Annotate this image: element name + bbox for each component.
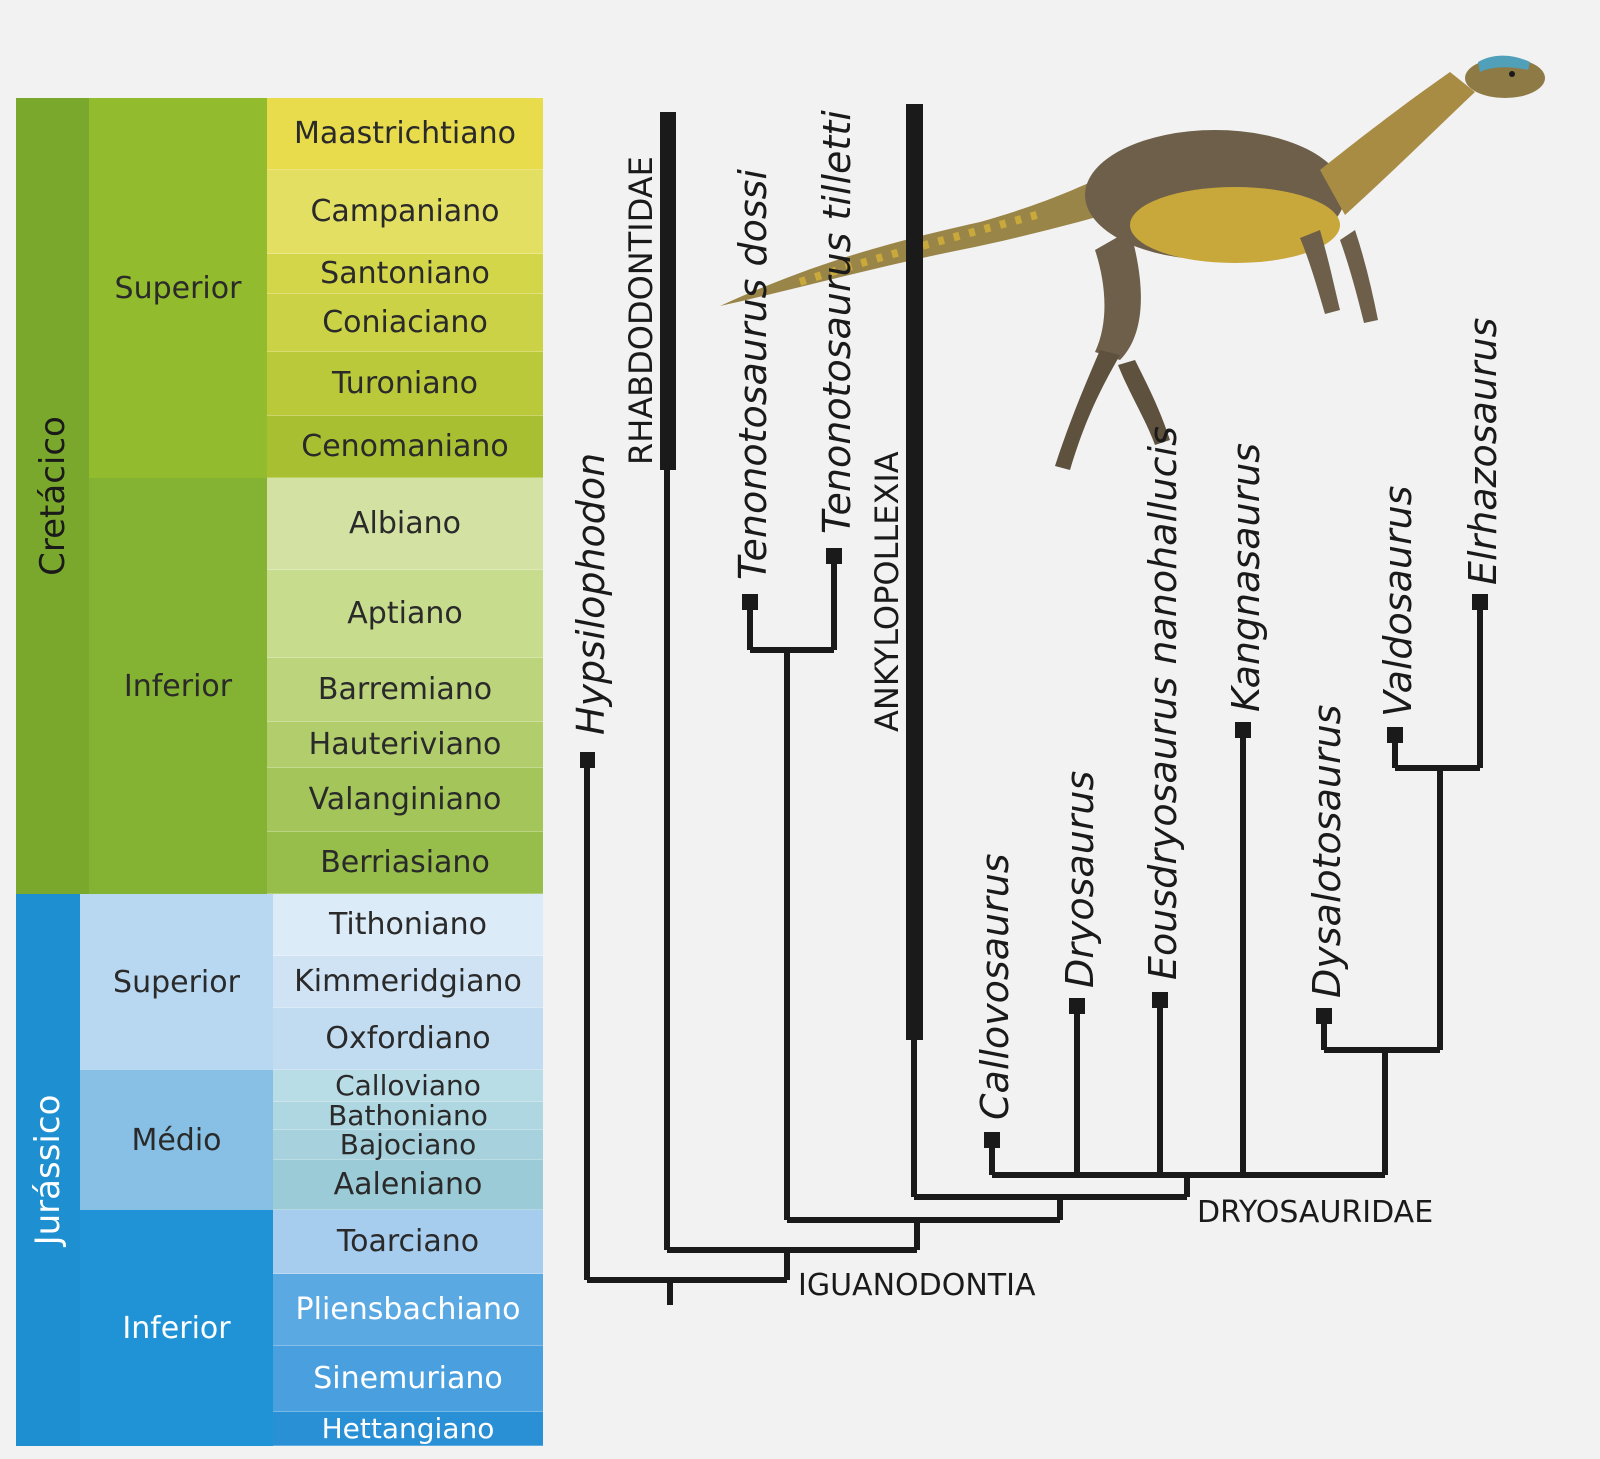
dinosaur-illustration bbox=[720, 55, 1545, 470]
stage-oxfordiano: Oxfordiano bbox=[273, 1008, 543, 1070]
stage-turoniano: Turoniano bbox=[267, 352, 543, 416]
clade-rhabdodontidae: RHABDODONTIDAE bbox=[622, 156, 660, 465]
stage-berriasiano: Berriasiano bbox=[267, 832, 543, 894]
stage-pliensbachiano: Pliensbachiano bbox=[273, 1274, 543, 1346]
taxon-valdosaurus: Valdosaurus bbox=[1376, 486, 1420, 717]
epoch-inferior: Inferior bbox=[89, 478, 267, 894]
stage-kimmeridgiano: Kimmeridgiano bbox=[273, 956, 543, 1008]
stage-santoniano: Santoniano bbox=[267, 254, 543, 294]
taxon-tenontosaurus-tilletti: Tenonotosaurus tilletti bbox=[815, 110, 859, 534]
stage-albiano: Albiano bbox=[267, 478, 543, 570]
stage-hettangiano: Hettangiano bbox=[273, 1412, 543, 1446]
rhabdodontidae-bar bbox=[660, 112, 676, 470]
taxon-hypsilophodon: Hypsilophodon bbox=[569, 453, 613, 735]
epoch-médio: Médio bbox=[80, 1070, 273, 1210]
ankylopollexia-bar bbox=[906, 104, 923, 1040]
clade-dryosauridae: DRYOSAURIDAE bbox=[1197, 1195, 1433, 1230]
stage-tithoniano: Tithoniano bbox=[273, 894, 543, 956]
stage-bathoniano: Bathoniano bbox=[273, 1099, 543, 1132]
stage-coniaciano: Coniaciano bbox=[267, 294, 543, 352]
epoch-superior: Superior bbox=[80, 894, 273, 1070]
stage-bajociano: Bajociano bbox=[273, 1128, 543, 1161]
stage-aptiano: Aptiano bbox=[267, 570, 543, 658]
stage-barremiano: Barremiano bbox=[267, 658, 543, 722]
taxon-eousdryosaurus: Eousdryosaurus nanohallucis bbox=[1141, 426, 1185, 980]
taxon-kangnasaurus: Kangnasaurus bbox=[1224, 443, 1268, 712]
stage-cenomaniano: Cenomaniano bbox=[267, 416, 543, 478]
period-jurassic: Jurássico bbox=[16, 894, 80, 1446]
stage-campaniano: Campaniano bbox=[267, 170, 543, 254]
stage-sinemuriano: Sinemuriano bbox=[273, 1346, 543, 1412]
taxon-elrhazosaurus: Elrhazosaurus bbox=[1461, 318, 1505, 585]
stage-hauteriviano: Hauteriviano bbox=[267, 722, 543, 768]
stage-maastrichtiano: Maastrichtiano bbox=[267, 98, 543, 170]
taxon-tenontosaurus-dossi: Tenonotosaurus dossi bbox=[731, 169, 775, 580]
clade-ankylopollexia: ANKYLOPOLLEXIA bbox=[868, 451, 906, 732]
epoch-inferior: Inferior bbox=[80, 1210, 273, 1446]
clade-iguanodontia: IGUANODONTIA bbox=[798, 1268, 1036, 1303]
period-cretaceous: Cretácico bbox=[16, 98, 89, 894]
tree-branches bbox=[584, 470, 1483, 1305]
taxon-callovosaurus: Callovosaurus bbox=[973, 853, 1017, 1120]
stage-aaleniano: Aaleniano bbox=[273, 1160, 543, 1210]
tip-markers bbox=[580, 548, 1488, 1148]
stage-calloviano: Calloviano bbox=[273, 1069, 543, 1102]
stage-toarciano: Toarciano bbox=[273, 1210, 543, 1274]
taxon-dryosaurus: Dryosaurus bbox=[1058, 771, 1102, 988]
epoch-superior: Superior bbox=[89, 98, 267, 478]
stage-valanginiano: Valanginiano bbox=[267, 768, 543, 832]
taxon-dysalotosaurus: Dysalotosaurus bbox=[1305, 705, 1349, 998]
